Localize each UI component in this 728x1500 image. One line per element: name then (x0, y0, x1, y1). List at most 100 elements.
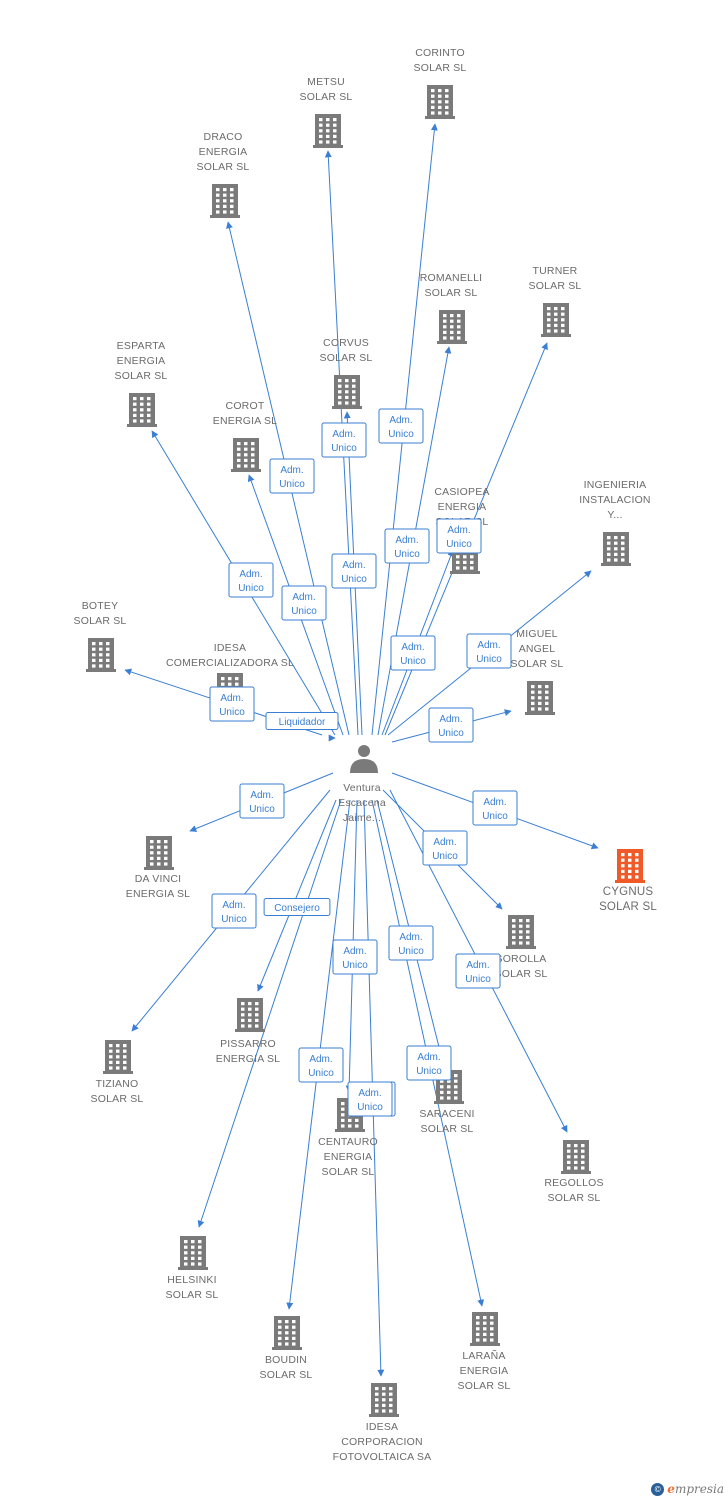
person-node[interactable]: VenturaEscacenaJaime... (338, 745, 386, 824)
company-name-line: ENERGIA (199, 146, 248, 158)
company-name-line: SOLAR SL (115, 370, 168, 382)
edge-label-text: Adm. (477, 640, 500, 651)
edge-label-text: Adm. (389, 415, 412, 426)
company-name-line: INGENIERIA (584, 479, 647, 491)
building-windows (621, 853, 639, 879)
edge-label-miguel[interactable]: Adm.Unico (428, 707, 474, 743)
edge-label-sorolla[interactable]: Adm.Unico (422, 830, 468, 866)
building-windows (241, 1002, 259, 1028)
building-windows (278, 1320, 296, 1346)
edge-label-text: Adm. (342, 560, 365, 571)
edge-line-pissarro (257, 799, 337, 992)
edge-label-davinci[interactable]: Adm.Unico (239, 783, 285, 819)
edge-label-text: Unico (291, 606, 317, 617)
building-windows (109, 1044, 127, 1070)
edge-label-esparta[interactable]: Adm.Unico (228, 562, 274, 598)
building-windows (184, 1240, 202, 1266)
edge-label-text: Adm. (433, 837, 456, 848)
building-windows (431, 89, 449, 115)
company-name-line: IDESA (214, 642, 247, 654)
edge-label-regollos[interactable]: Adm.Unico (455, 953, 501, 989)
company-node-boudin[interactable]: BOUDIN SOLAR SL (260, 1316, 313, 1381)
company-name-line: PISSARRO (220, 1038, 276, 1050)
edge-label-tiziano[interactable]: Adm.Unico (211, 893, 257, 929)
edge-label-text: Adm. (399, 932, 422, 943)
company-name-line: SOLAR SL (320, 352, 373, 364)
company-name-line: MIGUEL (516, 628, 557, 640)
building-windows (237, 442, 255, 468)
edge-label-text: Unico (446, 539, 472, 550)
edge-label-corot[interactable]: Adm.Unico (281, 585, 327, 621)
building-windows (567, 1144, 585, 1170)
edge-label-corvus[interactable]: Adm. Unico (331, 553, 377, 589)
company-name-line: SARACENI (419, 1108, 474, 1120)
edge-label-text: Adm. (250, 790, 273, 801)
edge-label-text: Consejero (274, 903, 320, 914)
company-name-line: COMERCIALIZADORA SL (166, 657, 294, 669)
edge-label-helsinki[interactable]: Adm.Unico (298, 1047, 344, 1083)
company-name-line: TIZIANO (96, 1078, 139, 1090)
edge-label-draco[interactable]: Adm.Unico (269, 458, 315, 494)
edge-label-casiopea[interactable]: Adm.Unico (390, 635, 436, 671)
edge-label-corinto[interactable]: Adm. Unico (378, 408, 424, 444)
edge-label-romanelli[interactable]: Adm.Unico (384, 528, 430, 564)
edge-label-centauro[interactable]: Adm.Unico (332, 939, 378, 975)
edge-label-text: Liquidador (279, 717, 326, 728)
company-name-line: CORPORACION (341, 1436, 423, 1448)
edge-label-text: Unico (388, 429, 414, 440)
edge-label-pissarro[interactable]: Consejero (263, 898, 331, 916)
company-name-line: SOLAR SL (300, 91, 353, 103)
edge-label-turner[interactable]: Adm.Unico (436, 518, 482, 554)
company-name-line: SOLAR SL (260, 1369, 313, 1381)
company-name-line: SOROLLA (495, 953, 546, 965)
company-name-line: BOUDIN (265, 1354, 307, 1366)
edge-label-text: Unico (341, 574, 367, 585)
brand-watermark[interactable]: ©empresia (651, 1482, 724, 1496)
edge-label-idesa_corp[interactable]: Adm.Unico (347, 1081, 393, 1117)
company-name-line: INSTALACION (579, 494, 650, 506)
edge-label-text: Unico (416, 1066, 442, 1077)
edge-label-botey[interactable]: Adm.Unico (209, 686, 255, 722)
company-name-line: ENERGIA (460, 1365, 509, 1377)
edge-line-helsinki (197, 799, 342, 1228)
company-name-line: ESPARTA (117, 340, 166, 352)
company-name-line: ANGEL (519, 643, 556, 655)
building-windows (607, 536, 625, 562)
edge-label-metsu[interactable]: Adm.Unico (321, 422, 367, 458)
edge-label-larana[interactable]: Adm. Unico (406, 1045, 452, 1081)
building-windows (150, 840, 168, 866)
person-icon-body (350, 759, 378, 773)
edge-label-ingenieria[interactable]: Adm.Unico (466, 633, 512, 669)
edge-label-text: Adm. (280, 465, 303, 476)
company-name-line: IDESA (366, 1421, 399, 1433)
edge-label-text: Unico (221, 914, 247, 925)
edge-label-cygnus[interactable]: Adm.Unico (472, 790, 518, 826)
building-windows (338, 379, 356, 405)
company-node-ingenieria[interactable]: INGENIERIAINSTALACIONY... (579, 479, 651, 566)
edge-label-saraceni[interactable]: Adm.Unico (388, 925, 434, 961)
company-name-line: SOLAR SL (414, 62, 467, 74)
edge-label-idesa_com[interactable]: Liquidador (265, 712, 339, 730)
edge-label-text: Adm. (417, 1052, 440, 1063)
company-name-line: REGOLLOS (544, 1177, 603, 1189)
